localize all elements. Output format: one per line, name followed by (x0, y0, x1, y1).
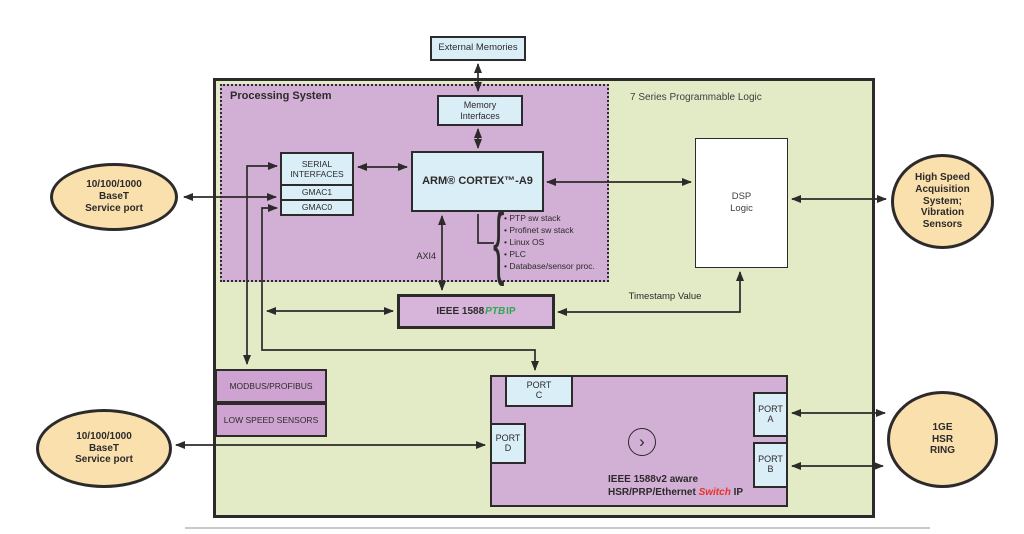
arm-feature-item: PLC (504, 248, 595, 260)
serial-gmac-stack: SERIAL INTERFACES GMAC1 GMAC0 (280, 152, 354, 216)
ieee1588-ptb-accent: PTB (485, 306, 506, 317)
ieee1588-ip-accent: IP (506, 306, 516, 317)
service-port-top-ellipse: 10/100/1000 BaseT Service port (50, 163, 178, 231)
arm-feature-item: PTP sw stack (504, 212, 595, 224)
arm-feature-item: Linux OS (504, 236, 595, 248)
dsp-logic-box: DSP Logic (695, 138, 788, 268)
page-divider-line (185, 527, 930, 529)
ieee1588-prefix: IEEE 1588 (436, 306, 485, 317)
switch-caption-line1: IEEE 1588v2 aware (608, 474, 699, 485)
external-memories-box: External Memories (430, 36, 526, 61)
axi4-bus-label: AXI4 (416, 251, 436, 261)
arm-feature-list: PTP sw stackProfinet sw stackLinux OSPLC… (504, 212, 595, 272)
switch-caption: IEEE 1588v2 aware HSR/PRP/Ethernet Switc… (608, 473, 743, 499)
memory-interfaces-box: Memory Interfaces (437, 95, 523, 126)
switch-caption-line2: HSR/PRP/Ethernet Switch IP (608, 486, 743, 499)
arm-feature-item: Profinet sw stack (504, 224, 595, 236)
processing-system-title: Processing System (230, 90, 332, 102)
modbus-profibus-box: MODBUS/PROFIBUS (215, 369, 327, 403)
timestamp-value-label: Timestamp Value (628, 291, 702, 302)
high-speed-acquisition-ellipse: High Speed Acquisition System; Vibration… (891, 154, 994, 249)
arm-cortex-a9-box: ARM® CORTEX™-A9 (411, 151, 544, 212)
switch-caption-accent: Switch (698, 487, 731, 498)
hsr-ring-ellipse: 1GE HSR RING (887, 391, 998, 488)
switch-port-b: PORT B (753, 442, 788, 488)
programmable-logic-title: 7 Series Programmable Logic (630, 92, 762, 103)
serial-interfaces-box: SERIAL INTERFACES (280, 152, 354, 186)
switch-port-c: PORT C (505, 375, 573, 407)
arm-feature-item: Database/sensor proc. (504, 260, 595, 272)
switch-port-d: PORT D (490, 423, 526, 464)
switch-chevron-icon: › (628, 428, 656, 456)
switch-caption-line2-post: IP (730, 487, 744, 498)
switch-caption-line2-pre: HSR/PRP/Ethernet (608, 487, 699, 498)
switch-port-a: PORT A (753, 392, 788, 437)
service-port-bottom-ellipse: 10/100/1000 BaseT Service port (36, 409, 172, 488)
brace-glyph: { (492, 196, 505, 287)
gmac0-box: GMAC0 (280, 199, 354, 216)
low-speed-sensors-box: LOW SPEED SENSORS (215, 403, 327, 437)
